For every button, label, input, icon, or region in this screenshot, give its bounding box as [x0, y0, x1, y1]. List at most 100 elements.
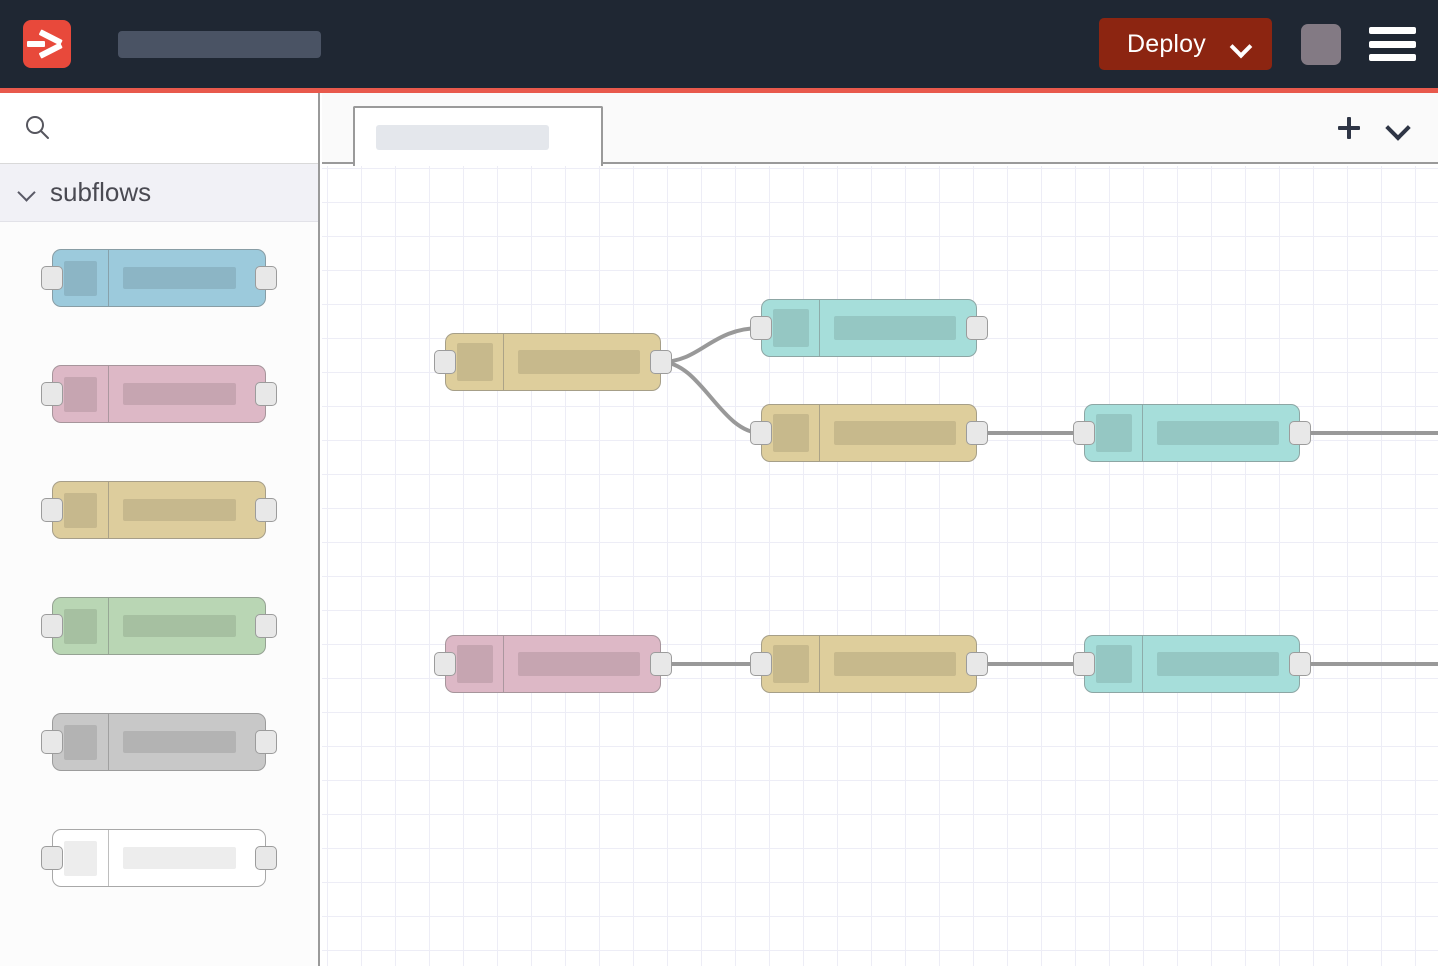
node-label-redacted — [834, 652, 956, 676]
flow-tab-bar — [322, 93, 1438, 166]
chevron-down-icon[interactable] — [1232, 39, 1250, 50]
node-label-redacted — [123, 615, 236, 637]
node-output-port[interactable] — [255, 614, 277, 638]
node-body-cell — [109, 598, 265, 654]
palette-node-gray[interactable] — [41, 713, 277, 771]
node-body-cell — [109, 714, 265, 770]
node-output-port[interactable] — [255, 498, 277, 522]
node-input-port[interactable] — [750, 652, 772, 676]
node-icon-redacted — [64, 724, 97, 760]
palette-node-pink[interactable] — [41, 365, 277, 423]
palette-node-white[interactable] — [41, 829, 277, 887]
node-icon-cell — [1085, 636, 1143, 692]
canvas-node-n7[interactable] — [1073, 635, 1311, 693]
deploy-button-label: Deploy — [1126, 29, 1206, 58]
wire-n1-n3 — [659, 360, 763, 435]
canvas-node-n2[interactable] — [750, 299, 988, 357]
logo-stem — [27, 41, 45, 47]
node-label-redacted — [834, 421, 956, 445]
search-icon[interactable] — [22, 113, 52, 143]
node-output-port[interactable] — [255, 846, 277, 870]
node-icon-cell — [53, 830, 109, 886]
node-icon-cell — [53, 482, 109, 538]
node-input-port[interactable] — [750, 316, 772, 340]
hamburger-menu-icon[interactable] — [1369, 23, 1416, 65]
node-label-redacted — [518, 350, 640, 374]
node-icon-cell — [53, 366, 109, 422]
node-output-port[interactable] — [255, 266, 277, 290]
chevron-down-icon[interactable] — [16, 182, 38, 204]
node-body-cell — [820, 405, 976, 461]
node-icon-redacted — [456, 645, 493, 683]
wire-layer — [659, 326, 1438, 666]
menu-bar-2 — [1369, 40, 1416, 48]
flow-tab-label-redacted — [376, 124, 549, 150]
node-icon-cell — [53, 598, 109, 654]
node-input-port[interactable] — [1073, 421, 1095, 445]
node-body-cell — [109, 830, 265, 886]
canvas-node-n5[interactable] — [434, 635, 672, 693]
node-input-port[interactable] — [41, 614, 63, 638]
node-icon-redacted — [456, 343, 493, 381]
node-body-cell — [504, 334, 660, 390]
node-input-port[interactable] — [41, 846, 63, 870]
plus-icon[interactable] — [1336, 115, 1362, 141]
canvas-node-n1[interactable] — [434, 333, 672, 391]
node-icon-redacted — [772, 309, 809, 347]
menu-bar-3 — [1369, 54, 1416, 61]
palette-category-subflows[interactable]: subflows — [0, 164, 318, 222]
node-icon-redacted — [64, 840, 97, 876]
node-label-redacted — [123, 383, 236, 405]
node-input-port[interactable] — [750, 421, 772, 445]
palette-node-tan[interactable] — [41, 481, 277, 539]
palette-node-blue[interactable] — [41, 249, 277, 307]
node-icon-cell — [762, 405, 820, 461]
node-icon-redacted — [772, 645, 809, 683]
user-avatar-button[interactable] — [1301, 23, 1341, 65]
node-output-port[interactable] — [1289, 652, 1311, 676]
node-output-port[interactable] — [650, 652, 672, 676]
node-input-port[interactable] — [41, 382, 63, 406]
node-body-cell — [820, 636, 976, 692]
node-output-port[interactable] — [966, 421, 988, 445]
header-title-redacted — [118, 30, 321, 58]
flow-tab-active[interactable] — [353, 106, 603, 166]
canvas-node-n6[interactable] — [750, 635, 988, 693]
node-output-port[interactable] — [966, 652, 988, 676]
node-label-redacted — [1157, 421, 1279, 445]
node-icon-redacted — [64, 260, 97, 296]
node-output-port[interactable] — [255, 382, 277, 406]
node-label-redacted — [1157, 652, 1279, 676]
node-input-port[interactable] — [41, 266, 63, 290]
node-red-logo-icon[interactable] — [23, 20, 71, 68]
palette-node-green[interactable] — [41, 597, 277, 655]
node-input-port[interactable] — [434, 350, 456, 374]
node-output-port[interactable] — [650, 350, 672, 374]
palette-search-bar[interactable] — [0, 93, 318, 164]
node-label-redacted — [518, 652, 640, 676]
node-input-port[interactable] — [434, 652, 456, 676]
chevron-down-icon[interactable] — [1385, 115, 1411, 141]
canvas-node-n4[interactable] — [1073, 404, 1311, 462]
node-body-cell — [109, 482, 265, 538]
node-output-port[interactable] — [966, 316, 988, 340]
deploy-button[interactable]: Deploy — [1098, 18, 1272, 70]
node-output-port[interactable] — [255, 730, 277, 754]
flow-canvas[interactable] — [322, 166, 1438, 966]
node-body-cell — [1143, 405, 1299, 461]
canvas-node-n3[interactable] — [750, 404, 988, 462]
node-body-cell — [1143, 636, 1299, 692]
node-icon-redacted — [1095, 414, 1132, 452]
node-icon-cell — [1085, 405, 1143, 461]
node-input-port[interactable] — [41, 498, 63, 522]
palette-category-label: subflows — [50, 177, 152, 207]
node-icon-redacted — [64, 492, 97, 528]
node-label-redacted — [123, 267, 236, 289]
node-input-port[interactable] — [41, 730, 63, 754]
node-icon-redacted — [772, 414, 809, 452]
header-actions: Deploy — [1098, 18, 1438, 70]
node-body-cell — [109, 250, 265, 306]
node-output-port[interactable] — [1289, 421, 1311, 445]
node-input-port[interactable] — [1073, 652, 1095, 676]
